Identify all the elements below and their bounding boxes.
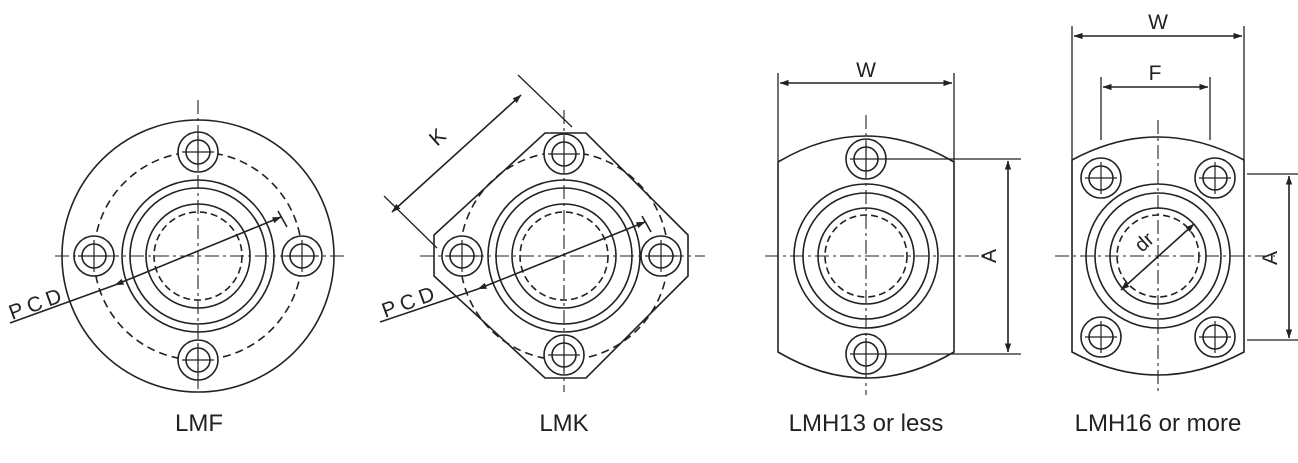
lmh16-bolt-hole-top-left [1080, 157, 1122, 199]
lmk-k-dimension-line [391, 94, 522, 213]
lmh16-caption: LMH16 or more [1074, 410, 1242, 437]
lmk-flange-outline [433, 132, 689, 379]
lmh16-figure [1055, 26, 1298, 392]
lmh13-flange-outline [777, 135, 955, 379]
lmk-pcd-leader [379, 288, 479, 323]
lmf-caption: LMF [175, 410, 223, 437]
lmk-caption: LMK [539, 410, 589, 437]
lmh16-bolt-hole-bottom-left [1080, 316, 1122, 358]
lmh16-f-label: F [1149, 62, 1162, 85]
lmh16-flange-outline [1071, 136, 1245, 376]
lmk-k-extension-left [383, 195, 438, 249]
lmf-pcd-leader [9, 284, 116, 324]
lmk-k-label: K [425, 124, 451, 150]
lmh13-w-label: W [856, 59, 876, 82]
lmk-figure [379, 74, 705, 392]
lmk-pcd-label: PCD [379, 281, 443, 323]
lmk-k-extension-right [517, 74, 573, 128]
lmh13-figure [765, 73, 1021, 395]
lmh13-a-label: A [978, 249, 1001, 263]
lmf-pcd-label: PCD [6, 283, 70, 325]
lmh16-bolt-hole-bottom-right [1194, 316, 1236, 358]
lmh16-bolt-hole-top-right [1194, 157, 1236, 199]
lmf-pcd-dimension-line [114, 216, 282, 286]
lmf-figure [9, 100, 345, 393]
lmk-pcd-dimension-line [477, 221, 646, 290]
lmh16-w-label: W [1148, 11, 1168, 34]
lmh16-dr-dimension-line [1120, 223, 1195, 291]
lmk-pcd-tick [641, 215, 652, 233]
lmh16-a-label: A [1259, 251, 1282, 265]
lmh13-caption: LMH13 or less [788, 410, 944, 437]
lmh16-dr-label: dr [1131, 228, 1159, 256]
lmf-pcd-tick [277, 210, 288, 228]
lmh16-housing-ring [1094, 192, 1222, 320]
